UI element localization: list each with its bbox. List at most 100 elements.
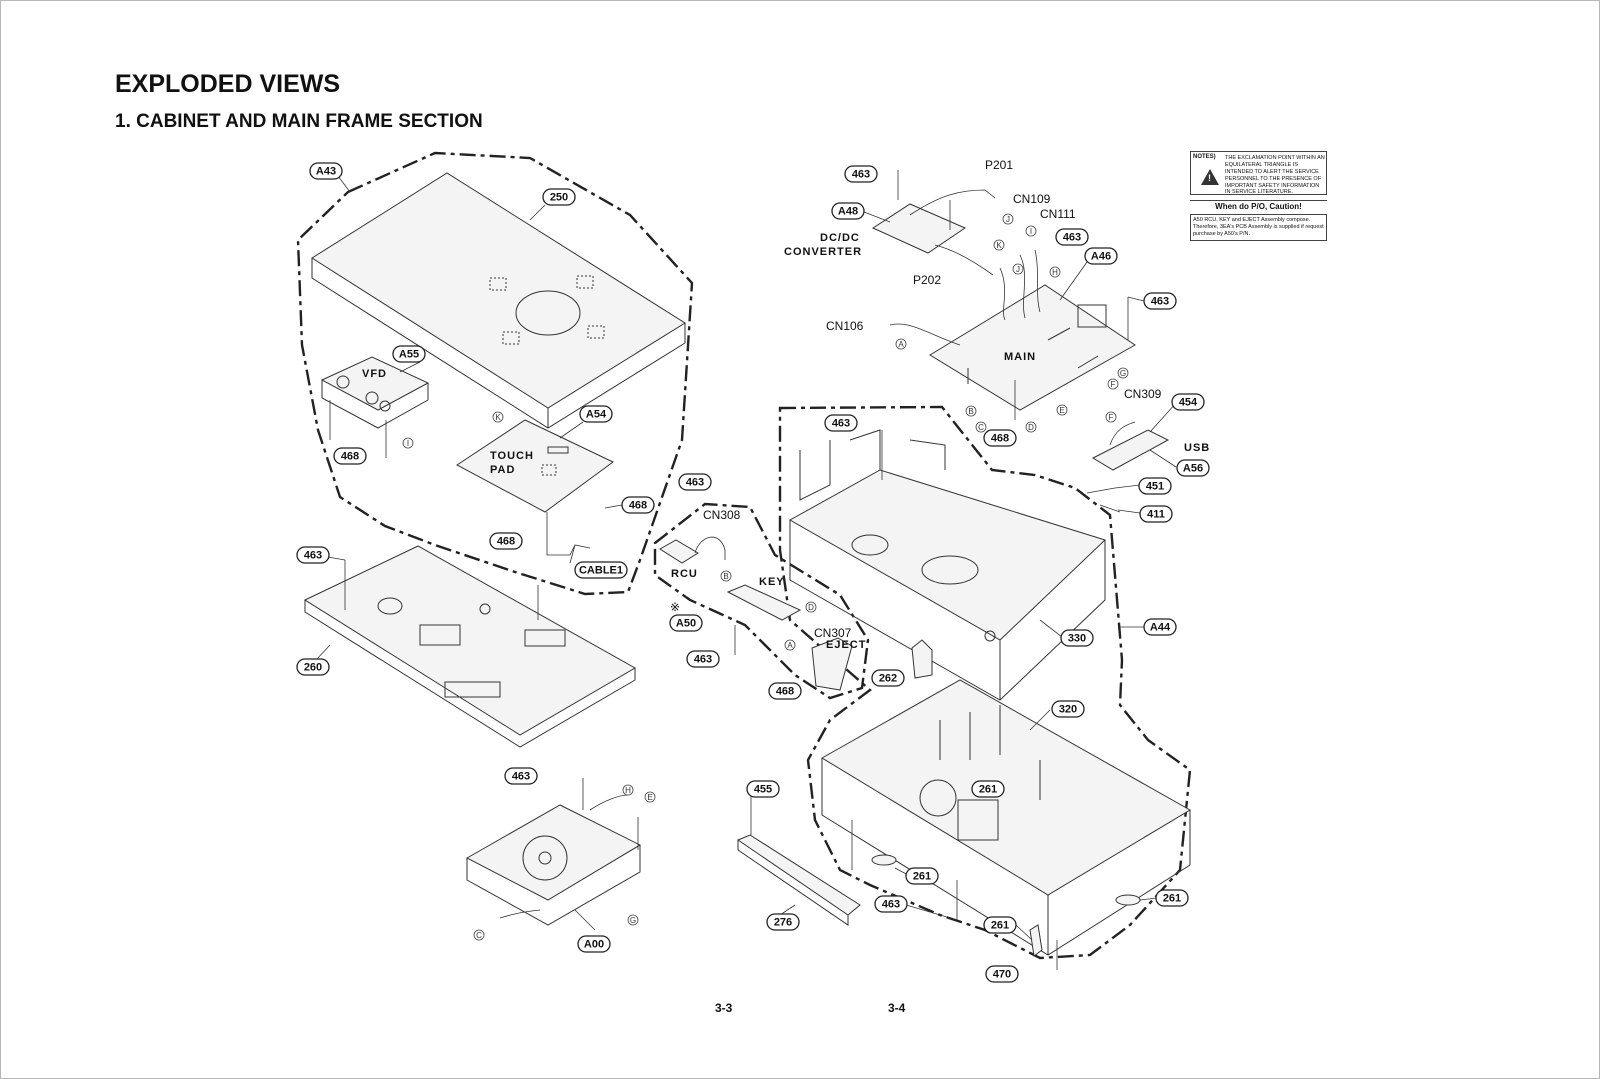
connector-mark-label: G [1120,369,1126,378]
part-tag-label: A46 [1091,251,1111,263]
part-tag-label: 463 [852,169,870,181]
part-tag-468b: 468 [621,496,655,514]
part-tag-label: A55 [399,349,419,361]
label-key: KEY [759,576,785,588]
connector-mark-label: C [476,931,482,940]
part-tag-label: 451 [1146,481,1164,493]
part-tag-a55: A55 [392,345,426,363]
main-pcb-part [889,249,1136,411]
connector-mark-i: I [1025,225,1037,237]
part-tag-label: A00 [584,939,604,951]
label-dcdc-line2: CONVERTER [784,246,862,258]
part-tag-261c: 261 [1155,889,1189,907]
assembly-outline-a43 [296,151,694,596]
part-tag-label: 470 [993,969,1011,981]
connector-mark-label: K [996,241,1002,250]
part-tag-label: 320 [1059,704,1077,716]
part-tag-463c: 463 [686,650,720,668]
part-tag-label: A48 [838,206,858,218]
part-tag-468d: 468 [768,682,802,700]
part-tag-468c: 468 [489,532,523,550]
notes-box: NOTES) ! THE EXCLAMATION POINT WITHIN AN… [1190,151,1327,241]
caution-text: A50 RCU, KEY and EJECT Assembly compose.… [1190,214,1327,241]
dcdc-converter-part [871,189,996,276]
part-tag-463d: 463 [844,165,878,183]
connector-mark-k: K [492,411,504,423]
part-tag-463f: 463 [1143,292,1177,310]
label-cn308: CN308 [703,508,741,522]
part-tag-label: 463 [1063,232,1081,244]
connector-mark-label: B [723,572,728,581]
bottom-case-part [821,679,1191,957]
part-tag-a44: A44 [1143,618,1177,636]
part-tag-463i: 463 [504,767,538,785]
vfd-board-part [320,356,430,458]
part-tag-label: 463 [694,654,712,666]
connector-mark-label: I [1030,227,1032,236]
part-tag-463b: 463 [678,473,712,491]
connector-mark-b: B [965,405,977,417]
part-tag-463e: 463 [1055,228,1089,246]
part-tag-label: 261 [979,784,997,796]
connector-mark-j: J [1012,263,1024,275]
part-tag-463g: 463 [824,414,858,432]
connector-mark-g: G [627,914,639,926]
part-tag-276: 276 [766,913,800,931]
connector-mark-label: E [647,793,652,802]
connector-mark-label: F [1111,380,1116,389]
label-asterisk: ※ [670,600,680,614]
usb-board-part [1091,421,1170,471]
part-tag-label: A56 [1183,463,1203,475]
rcu-key-eject-boards-part [659,536,853,691]
part-tag-261b: 261 [905,867,939,885]
part-tag-label: 468 [991,433,1009,445]
connector-mark-label: A [787,641,793,650]
part-tag-label: 463 [512,771,530,783]
part-tag-261a: 261 [971,780,1005,798]
part-tag-label: 276 [774,917,792,929]
assembly-outline-a44 [778,405,1192,960]
label-usb: USB [1184,442,1210,454]
connector-mark-label: K [495,413,501,422]
part-tag-label: 463 [832,418,850,430]
part-tag-a48: A48 [831,202,865,220]
label-main: MAIN [1004,351,1036,363]
part-tag-label: 468 [629,500,647,512]
section-title: 1. CABINET AND MAIN FRAME SECTION [115,111,483,132]
connector-mark-a: A [895,338,907,350]
connector-mark-f: F [1107,378,1119,390]
label-cn109: CN109 [1013,192,1051,206]
connector-mark-i: I [402,437,414,449]
label-eject: EJECT [826,639,866,651]
warning-triangle-icon: ! [1201,169,1219,185]
connector-mark-label: J [1006,215,1010,224]
connector-mark-label: I [407,439,409,448]
part-tag-260: 260 [296,658,330,676]
label-cn307: CN307 [814,626,852,640]
connector-mark-d: D [1025,421,1037,433]
label-touch-pad-line1: TOUCH [490,450,534,462]
label-p201: P201 [985,158,1013,172]
bracket-part [911,639,933,679]
connector-mark-label: D [1028,423,1034,432]
notes-warning-text: THE EXCLAMATION POINT WITHIN AN EQUILATE… [1225,155,1325,196]
part-tag-330: 330 [1060,629,1094,647]
part-tag-468e: 468 [983,429,1017,447]
connector-mark-label: E [1059,406,1064,415]
label-cn111: CN111 [1040,207,1076,221]
part-tag-label: A50 [676,618,696,630]
label-cn106: CN106 [826,319,864,333]
leader-lines [315,175,1177,941]
part-tag-455: 455 [746,780,780,798]
part-tag-250: 250 [542,188,576,206]
part-tag-label: 468 [341,451,359,463]
part-tag-label: 261 [1163,893,1181,905]
part-tag-label: 411 [1147,509,1165,521]
part-tag-a54: A54 [579,405,613,423]
part-tag-label: 330 [1068,633,1086,645]
label-dcdc-line1: DC/DC [820,232,860,244]
part-tag-label: 455 [754,784,772,796]
part-tag-label: 250 [550,192,568,204]
touch-pad-part [456,419,614,556]
